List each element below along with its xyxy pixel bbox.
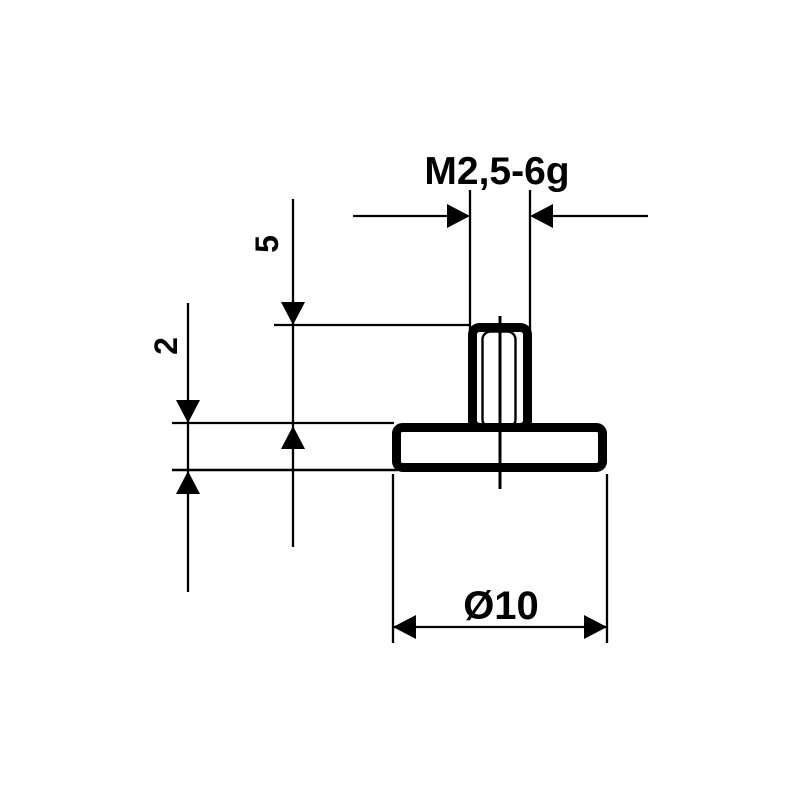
stem-height-arrow-up-icon bbox=[281, 426, 305, 449]
dimension-plate-diameter: Ø10 bbox=[391, 474, 609, 643]
diameter-arrow-left-icon bbox=[393, 615, 416, 639]
thread-label: M2,5-6g bbox=[424, 150, 569, 193]
plate-thickness-label: 2 bbox=[148, 337, 184, 355]
plate-diameter-label: Ø10 bbox=[463, 584, 539, 628]
part-outline bbox=[392, 316, 607, 489]
diameter-arrow-right-icon bbox=[584, 615, 607, 639]
dimension-plate-thickness: 2 bbox=[148, 303, 398, 592]
plate-thickness-arrow-down-icon bbox=[176, 400, 200, 423]
stem-height-label: 5 bbox=[249, 235, 285, 253]
thread-arrow-left-icon bbox=[447, 204, 470, 228]
thread-arrow-right-icon bbox=[530, 204, 553, 228]
plate-thickness-arrow-up-icon bbox=[176, 471, 200, 494]
dimension-stem-height: 5 bbox=[249, 199, 469, 547]
dimension-thread: M2,5-6g bbox=[353, 150, 648, 330]
stem-height-arrow-down-icon bbox=[281, 302, 305, 325]
